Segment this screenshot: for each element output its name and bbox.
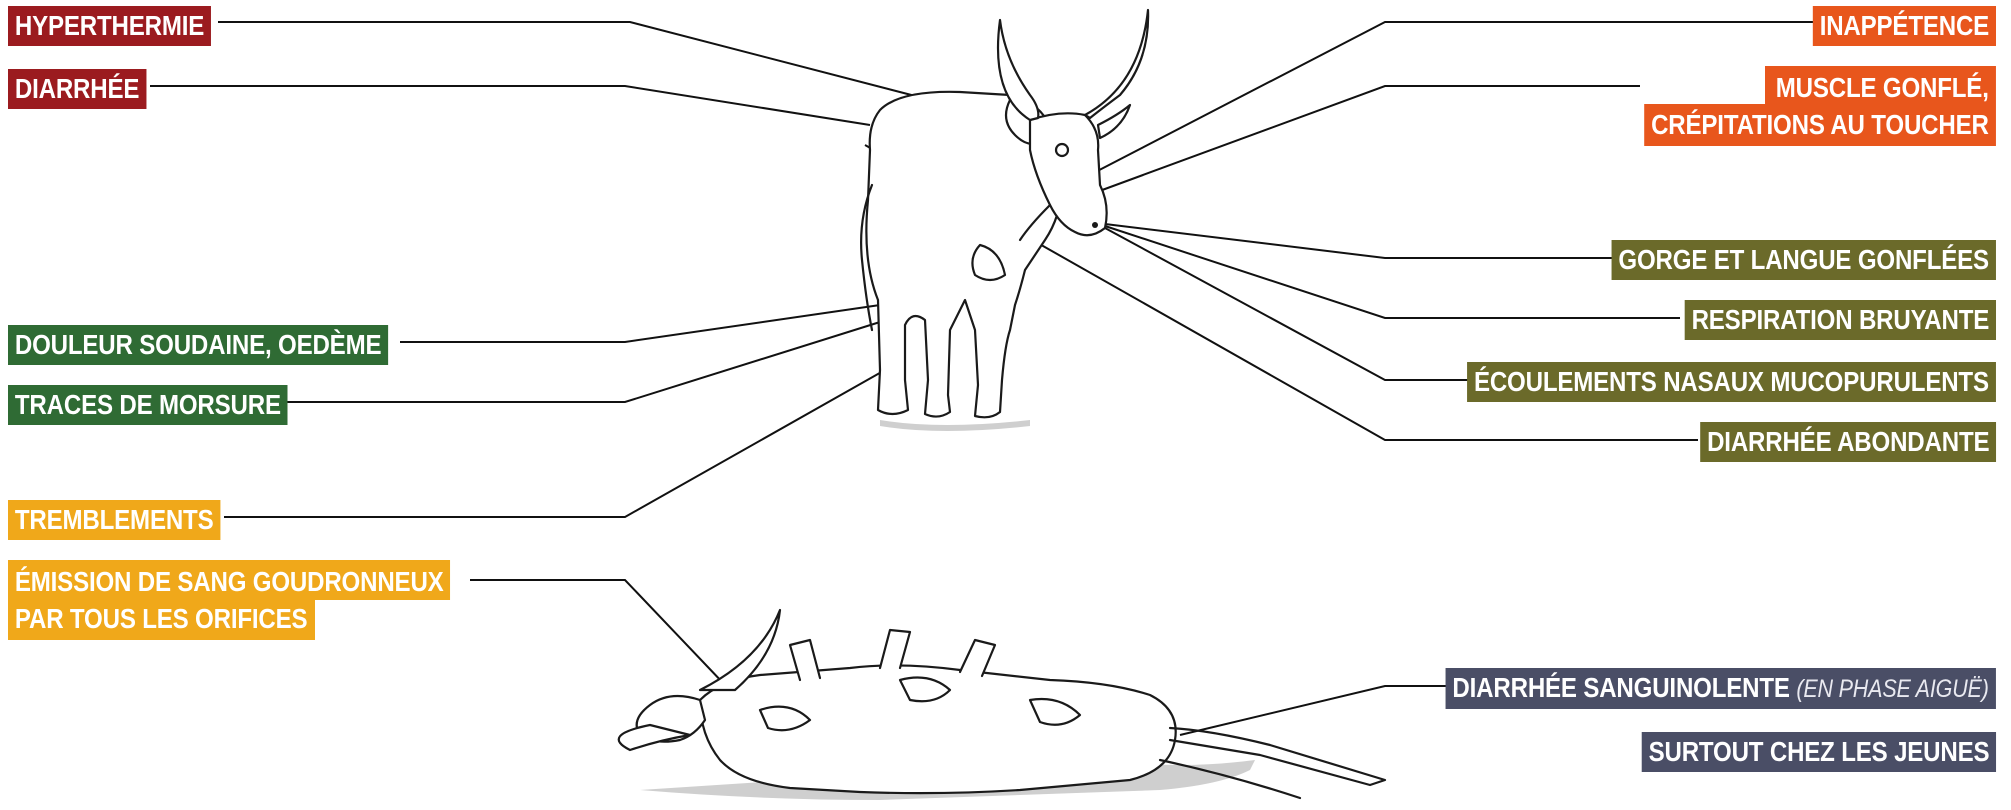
standing-cow-icon: [861, 10, 1148, 431]
label-diarrhee-text: DIARRHÉE: [15, 73, 139, 104]
emission-mask: [315, 600, 475, 640]
leader-diarrhee: [150, 86, 870, 125]
label-diarrhee-abondante: DIARRHÉE ABONDANTE: [1700, 422, 1996, 462]
label-hyperthermie: HYPERTHERMIE: [8, 6, 211, 46]
label-diarrhee: DIARRHÉE: [8, 69, 146, 109]
label-respiration-text: RESPIRATION BRUYANTE: [1692, 304, 1990, 335]
label-gorge-text: GORGE ET LANGUE GONFLÉES: [1619, 244, 1989, 275]
label-emission-line1: ÉMISSION DE SANG GOUDRONNEUX: [15, 563, 444, 600]
leader-gorge: [1105, 224, 1625, 258]
label-hyperthermie-text: HYPERTHERMIE: [15, 10, 204, 41]
label-ecoulements: ÉCOULEMENTS NASAUX MUCOPURULENTS: [1467, 362, 1996, 402]
leader-douleur: [400, 305, 880, 342]
label-respiration: RESPIRATION BRUYANTE: [1685, 300, 1996, 340]
label-douleur-text: DOULEUR SOUDAINE, OEDÈME: [15, 329, 381, 360]
label-sanguinolente: DIARRHÉE SANGUINOLENTE (EN PHASE AIGUË): [1446, 668, 1996, 709]
label-douleur: DOULEUR SOUDAINE, OEDÈME: [8, 325, 388, 365]
label-inappetence: INAPPÉTENCE: [1813, 6, 1996, 46]
label-jeunes-text: SURTOUT CHEZ LES JEUNES: [1648, 736, 1989, 767]
label-diarrhee-abondante-text: DIARRHÉE ABONDANTE: [1707, 426, 1989, 457]
label-tremblements-text: TREMBLEMENTS: [15, 504, 214, 535]
label-morsure-text: TRACES DE MORSURE: [15, 389, 281, 420]
leader-ecoulements: [1105, 228, 1472, 380]
label-sanguinolente-text: DIARRHÉE SANGUINOLENTE: [1453, 672, 1790, 703]
label-gorge: GORGE ET LANGUE GONFLÉES: [1612, 240, 1996, 280]
label-tremblements: TREMBLEMENTS: [8, 500, 220, 540]
label-muscle-line2: CRÉPITATIONS AU TOUCHER: [1651, 106, 1989, 143]
label-morsure: TRACES DE MORSURE: [8, 385, 288, 425]
label-sanguinolente-note: (EN PHASE AIGUË): [1797, 675, 1989, 703]
muscle-mask: [1640, 66, 1765, 104]
leader-emission: [470, 580, 725, 685]
label-ecoulements-text: ÉCOULEMENTS NASAUX MUCOPURULENTS: [1474, 366, 1989, 397]
leader-hyperthermie: [218, 22, 950, 105]
leader-tremblements: [224, 370, 885, 517]
label-jeunes: SURTOUT CHEZ LES JEUNES: [1641, 732, 1996, 772]
label-inappetence-text: INAPPÉTENCE: [1820, 10, 1989, 41]
leader-respiration: [1105, 226, 1680, 318]
dead-cow-icon: [619, 610, 1385, 800]
leader-sanguinolente: [1180, 686, 1462, 735]
